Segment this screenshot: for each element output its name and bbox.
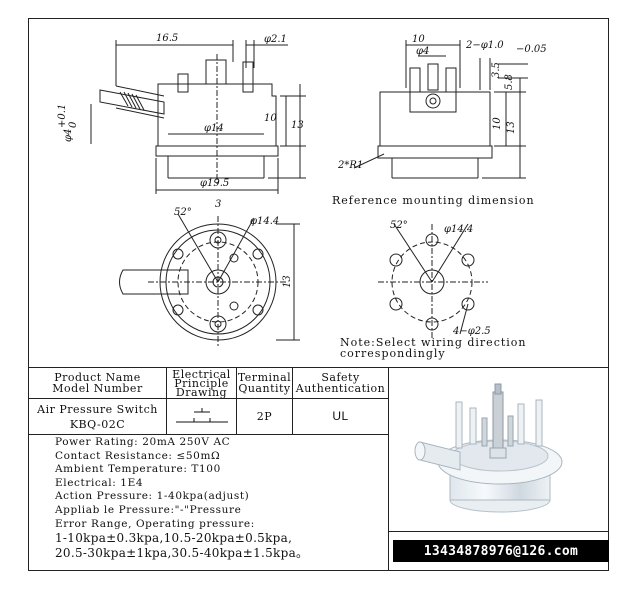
dim-pcd-right: φ14.4 — [444, 224, 473, 235]
spec-electrical: Electrical: 1E4 — [55, 476, 144, 489]
spec-contact: Contact Resistance: ≤50mΩ — [55, 449, 221, 462]
dim-right-hole: φ4 — [416, 46, 429, 57]
dim-angle-right: 52° — [390, 220, 408, 231]
product-name: Air Pressure Switch — [37, 402, 158, 416]
spec-error-line-2: 20.5-30kpa±1kpa,30.5-40kpa±1.5kpa。 — [55, 546, 309, 561]
dim-3-5: 3.5 — [491, 62, 502, 78]
header-product: Product Name Model Number — [29, 368, 166, 398]
header-safety: Safety Authentication — [293, 368, 388, 398]
model-number: KBQ-02C — [69, 417, 126, 431]
contact-email: 13434878976@126.com — [393, 540, 609, 562]
dim-right-height-2: 13 — [506, 121, 517, 134]
col-divider-1 — [166, 367, 167, 434]
header-safety-l2: Authentication — [295, 382, 386, 395]
dim-offset: 3 — [215, 199, 221, 210]
header-principle-l1: Electrical — [172, 367, 231, 381]
sheet-frame — [28, 18, 609, 571]
dim-height-2: 13 — [291, 120, 304, 131]
dim-right-height-1: 10 — [492, 117, 503, 130]
dimension-labels: 16.5 φ2.1 φ14 10 13 φ4 +0.1 0 φ19.5 10 φ… — [57, 33, 547, 337]
safety-authentication: UL — [332, 409, 349, 423]
specifications: Power Rating: 20mA 250V AC Contact Resis… — [55, 436, 385, 561]
spec-error-line-1: 1-10kpa±0.3kpa,10.5-20kpa±0.5kpa, — [55, 531, 293, 546]
dim-5-8: 5.8 — [504, 74, 515, 90]
technical-drawings: 16.5 φ2.1 φ14 10 13 φ4 +0.1 0 φ19.5 10 φ… — [57, 33, 547, 360]
dim-height-left: 13 — [282, 275, 293, 288]
reference-caption: Reference mounting dimension — [332, 194, 535, 207]
dim-tube: φ4 — [63, 129, 74, 142]
dim-holes: 4−φ2.5 — [452, 326, 491, 337]
header-terminal: Terminal Quantity — [237, 368, 292, 398]
dim-tube-tol-zero: 0 — [68, 121, 79, 128]
dim-outer-dia: φ19.5 — [200, 178, 229, 189]
tube-hatching — [119, 91, 145, 111]
switch-symbol-icon — [175, 407, 228, 422]
dim-tube-tol-plus: +0.1 — [57, 104, 68, 128]
terminal-quantity: 2P — [256, 410, 273, 423]
dim-pin-dia: φ2.1 — [264, 34, 287, 45]
note-line-1: Note:Select wiring direction — [340, 336, 527, 349]
dim-pin-spec: 2−φ1.0 — [465, 40, 504, 51]
table-row-border — [28, 434, 388, 435]
note-line-2: correspondingly — [340, 347, 446, 360]
front-view-right — [353, 40, 528, 179]
dim-radius: 2*R1 — [337, 160, 363, 171]
spec-applicable: Appliab le Pressure:"-"Pressure — [55, 503, 242, 516]
header-terminal-l1: Terminal — [237, 371, 292, 384]
dim-pin-tol: −0.05 — [516, 44, 547, 55]
header-principle: Electrical Principle Drawing — [167, 368, 236, 398]
spec-action: Action Pressure: 1-40kpa(adjust) — [55, 490, 250, 503]
spec-power: Power Rating: 20mA 250V AC — [55, 436, 231, 448]
table-top-border — [28, 367, 609, 368]
product-cell: Air Pressure Switch KBQ-02C — [29, 399, 166, 434]
side-view-left — [90, 40, 306, 194]
dim-body-dia: φ14 — [204, 123, 224, 134]
mounting-view-right — [378, 223, 488, 340]
spec-error-title: Error Range, Operating pressure: — [55, 517, 255, 530]
product-photo — [414, 383, 563, 513]
header-safety-l1: Safety — [321, 371, 360, 384]
col-divider-4 — [388, 367, 389, 571]
dim-right-width: 10 — [412, 34, 425, 45]
header-principle-l3: Drawing — [175, 385, 228, 399]
col-divider-2 — [236, 367, 237, 434]
top-view-left — [119, 213, 300, 348]
dim-width-top: 16.5 — [156, 33, 178, 44]
header-model-number: Model Number — [52, 382, 143, 395]
dim-height-1: 10 — [264, 113, 277, 124]
col-divider-3 — [292, 367, 293, 434]
spec-ambient: Ambient Temperature: T100 — [55, 463, 221, 476]
header-terminal-l2: Quantity — [238, 382, 291, 395]
header-principle-l2: Principle — [174, 376, 229, 390]
header-product-name: Product Name — [54, 371, 141, 384]
switch-symbol — [167, 399, 236, 434]
table-header-border — [28, 398, 388, 399]
photo-bottom-border — [388, 531, 609, 532]
dim-pcd-left: φ14.4 — [250, 216, 279, 227]
dim-angle-left: 52° — [174, 207, 192, 218]
